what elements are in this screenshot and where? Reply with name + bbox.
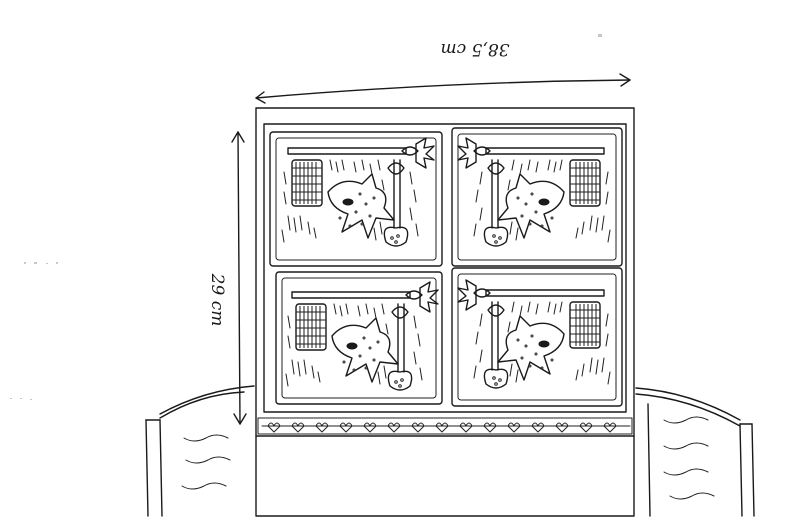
scan-speck	[20, 398, 22, 399]
panel-bottom-right	[451, 267, 623, 407]
heart-border	[257, 417, 633, 435]
height-dimension-arrow	[231, 131, 247, 425]
scan-speck	[56, 262, 58, 264]
scan-speck	[30, 399, 32, 400]
scan-speck	[34, 262, 37, 264]
scan-speck	[46, 263, 48, 264]
scan-speck	[10, 398, 12, 399]
scan-speck	[24, 262, 26, 264]
left-chair	[145, 385, 255, 517]
width-dimension-arrow	[255, 73, 631, 104]
panel-top-right	[451, 127, 623, 267]
scan-speck	[598, 34, 602, 37]
right-chair	[635, 387, 755, 517]
panel-top-left	[269, 131, 443, 267]
cabinet-frame	[255, 107, 635, 517]
height-label: 29 cm	[207, 273, 227, 327]
width-label: 38,5 cm	[441, 39, 510, 59]
panel-bottom-left	[275, 271, 443, 405]
